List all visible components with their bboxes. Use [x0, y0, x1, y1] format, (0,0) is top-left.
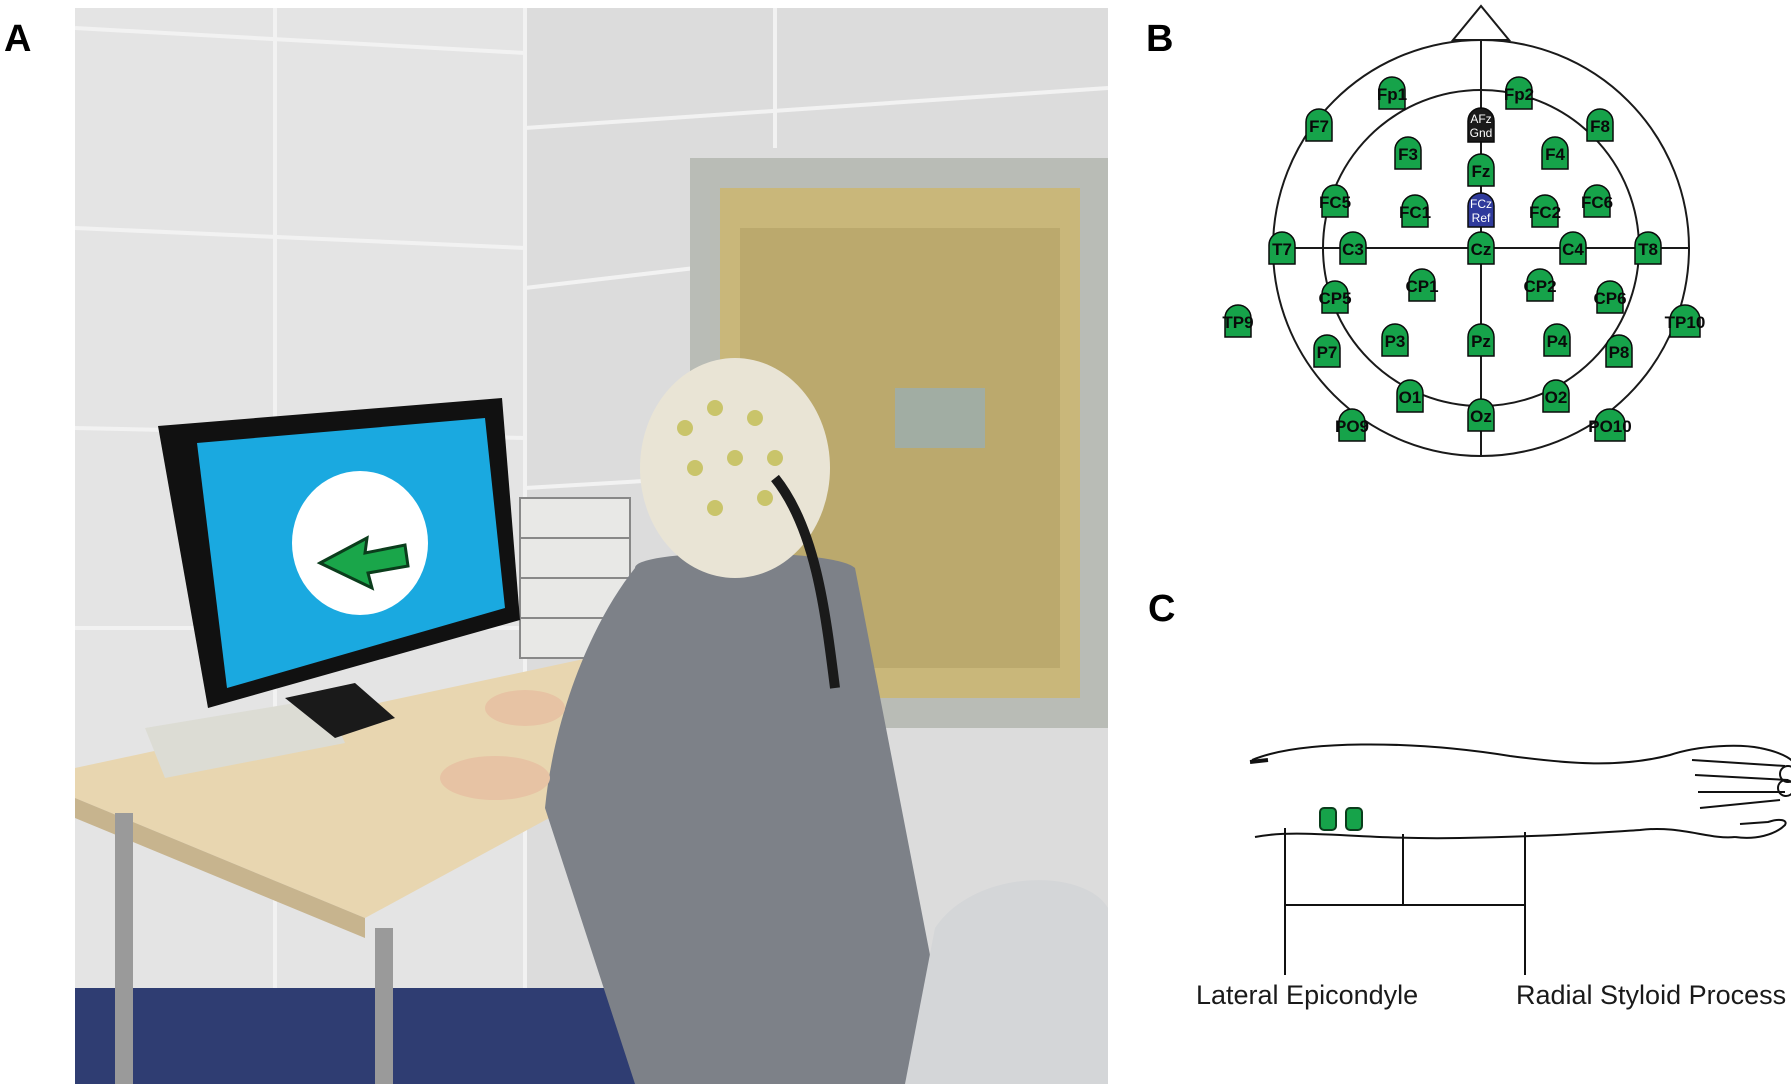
electrode-p7: P7	[1313, 334, 1341, 368]
electrode-label: FC5	[1319, 193, 1351, 212]
electrode-label: T7	[1272, 240, 1292, 259]
electrode-label-line2: Ref	[1472, 211, 1491, 225]
electrode-pz: Pz	[1467, 323, 1495, 357]
electrode-cp1: CP1	[1405, 268, 1439, 302]
radial-styloid-process-label: Radial Styloid Process	[1516, 980, 1787, 1010]
electrode-t7: T7	[1268, 231, 1296, 265]
electrode-label: P7	[1317, 343, 1338, 362]
electrode-p4: P4	[1543, 323, 1571, 357]
electrode-label: F4	[1545, 145, 1565, 164]
electrode-c4: C4	[1559, 231, 1587, 265]
panel-label-b: B	[1146, 18, 1174, 60]
electrode-label: Pz	[1471, 332, 1491, 351]
electrode-label: TP9	[1222, 313, 1253, 332]
electrode-label: C4	[1562, 240, 1584, 259]
electrode-cp5: CP5	[1318, 280, 1352, 314]
electrode-f3: F3	[1394, 136, 1422, 170]
electrode-f8: F8	[1586, 108, 1614, 142]
electrode-label: Cz	[1471, 240, 1492, 259]
electrode-c3: C3	[1339, 231, 1367, 265]
electrode-cp6: CP6	[1593, 280, 1627, 314]
electrode-label: Fp1	[1377, 85, 1407, 104]
electrode-label: CP6	[1593, 289, 1626, 308]
electrode-label: P4	[1547, 332, 1568, 351]
electrode-fc2: FC2	[1529, 194, 1561, 228]
head-outline	[1272, 4, 1690, 457]
electrode-label: P8	[1609, 343, 1630, 362]
electrode-o1: O1	[1396, 379, 1424, 413]
lateral-epicondyle-label: Lateral Epicondyle	[1196, 980, 1419, 1010]
electrode-label: O2	[1545, 388, 1568, 407]
electrode-label: FC2	[1529, 203, 1561, 222]
electrode-cp2: CP2	[1523, 268, 1557, 302]
electrode-oz: Oz	[1467, 398, 1495, 432]
electrode-label: P3	[1385, 332, 1406, 351]
electrode-label: Oz	[1470, 407, 1492, 426]
electrode-label: C3	[1342, 240, 1364, 259]
emg-electrode-2	[1345, 807, 1363, 831]
electrode-label: T8	[1638, 240, 1658, 259]
electrode-fp2: Fp2	[1504, 76, 1534, 110]
electrode-label: TP10	[1665, 313, 1706, 332]
emg-electrode-1	[1319, 807, 1337, 831]
electrode-fp1: Fp1	[1377, 76, 1407, 110]
electrode-fc6: FC6	[1581, 184, 1613, 218]
electrode-label: Fz	[1472, 162, 1491, 181]
electrode-label: F3	[1398, 145, 1418, 164]
electrode-label: PO10	[1588, 417, 1631, 436]
electrode-label: Fp2	[1504, 85, 1534, 104]
electrode-p3: P3	[1381, 323, 1409, 357]
electrode-o2: O2	[1542, 379, 1570, 413]
panel-label-c: C	[1148, 588, 1176, 630]
electrode-fc5: FC5	[1319, 184, 1351, 218]
electrode-label-line2: Gnd	[1470, 126, 1493, 140]
electrode-tp9: TP9	[1222, 304, 1254, 338]
electrode-fc1: FC1	[1399, 194, 1431, 228]
electrode-po10: PO10	[1588, 408, 1632, 442]
electrode-f4: F4	[1541, 136, 1569, 170]
electrode-fz: Fz	[1467, 153, 1495, 187]
electrode-label: F7	[1309, 117, 1329, 136]
experiment-photo	[75, 8, 1108, 1084]
electrode-t8: T8	[1634, 231, 1662, 265]
electrode-label: F8	[1590, 117, 1610, 136]
electrode-label: CP1	[1405, 277, 1438, 296]
forearm-diagram	[1249, 743, 1791, 975]
electrode-label: FC1	[1399, 203, 1431, 222]
electrode-label: FC6	[1581, 193, 1613, 212]
electrode-p8: P8	[1605, 334, 1633, 368]
electrode-label: O1	[1399, 388, 1422, 407]
electrode-tp10: TP10	[1665, 304, 1706, 338]
electrode-f7: F7	[1305, 108, 1333, 142]
electrode-label: CP5	[1318, 289, 1351, 308]
electrode-label: PO9	[1335, 417, 1369, 436]
panel-label-a: A	[4, 18, 32, 60]
electrode-label: CP2	[1523, 277, 1556, 296]
electrode-cz: Cz	[1467, 231, 1495, 265]
electrode-label-line1: FCz	[1470, 197, 1492, 211]
electrode-po9: PO9	[1335, 408, 1369, 442]
electrode-label-line1: AFz	[1470, 112, 1491, 126]
